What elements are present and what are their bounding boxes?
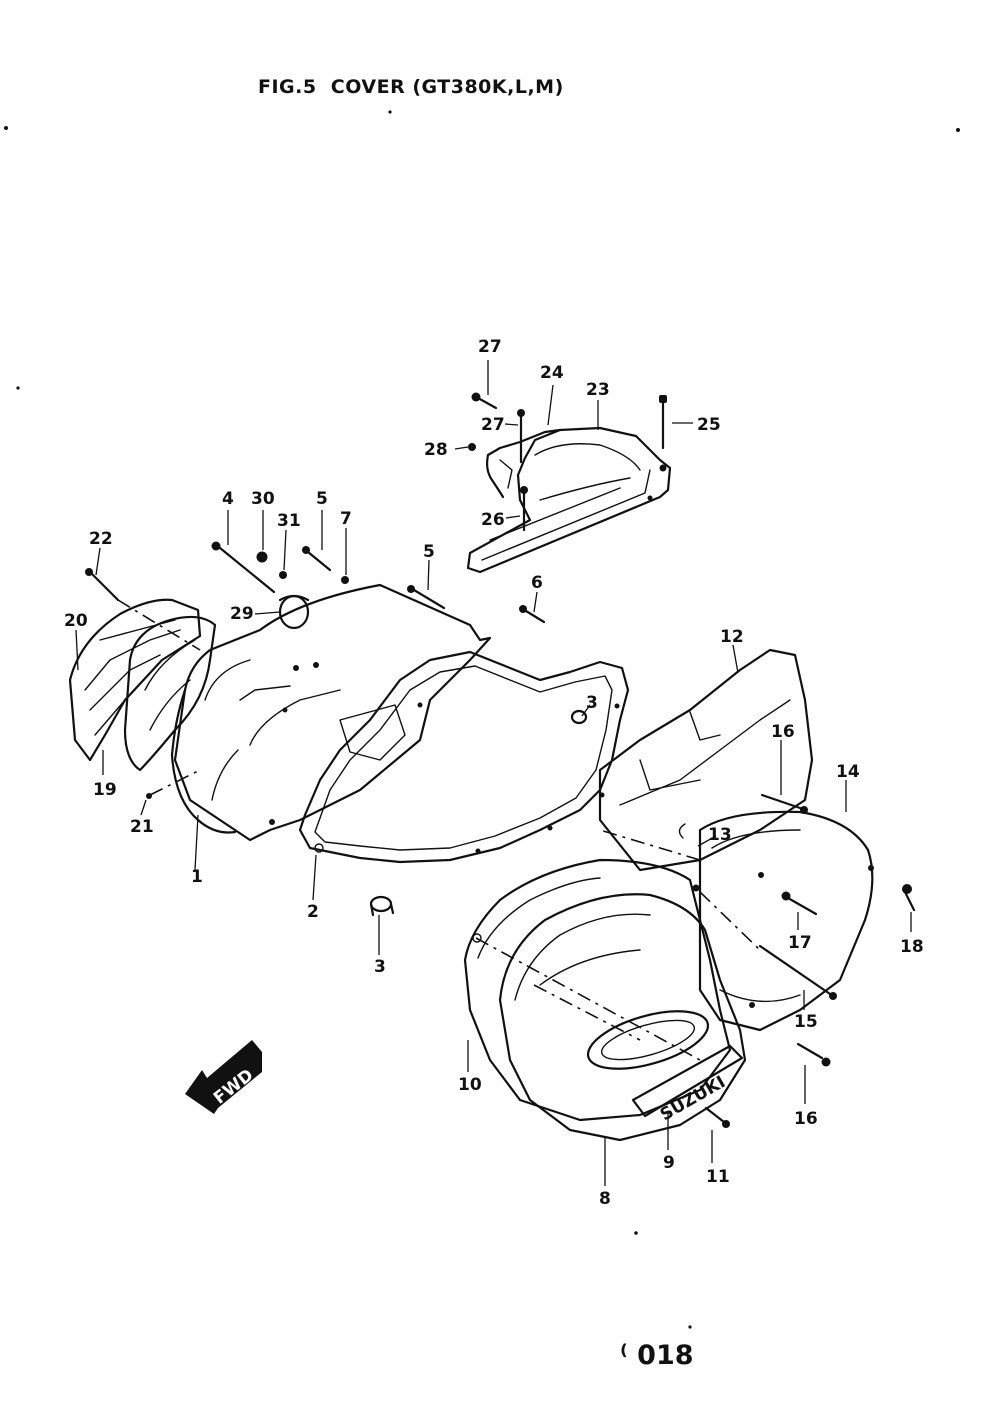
forward-direction-arrow: FWD xyxy=(185,1040,262,1114)
scan-specks xyxy=(4,110,960,1329)
callout-28: 28 xyxy=(424,440,448,460)
callout-3-top: 3 xyxy=(586,693,598,713)
figure-title: FIG.5 COVER (GT380K,L,M) xyxy=(258,76,564,98)
emblem-9: SUZUKI xyxy=(631,1044,744,1125)
callout-19: 19 xyxy=(93,780,117,800)
callout-26: 26 xyxy=(481,510,505,530)
dowel-3 xyxy=(369,709,588,917)
callout-14: 14 xyxy=(836,762,860,782)
callout-20: 20 xyxy=(64,611,88,631)
callout-18: 18 xyxy=(900,937,924,957)
callout-2: 2 xyxy=(307,902,319,922)
oil-plug-29 xyxy=(278,594,310,630)
callout-12: 12 xyxy=(720,627,744,647)
nut-28 xyxy=(468,443,476,451)
clutch-cover-8 xyxy=(498,893,747,1142)
clutch-cover-10 xyxy=(463,858,732,1122)
bolts-right-side xyxy=(678,793,916,1128)
callout-21: 21 xyxy=(130,817,154,837)
bolts-5-7 xyxy=(302,546,546,624)
right-crankcase-cover-14 xyxy=(692,810,874,1032)
callout-16-top: 16 xyxy=(771,722,795,742)
callout-9: 9 xyxy=(663,1153,675,1173)
chain-cover-assembly xyxy=(466,426,672,574)
callout-16-bottom: 16 xyxy=(794,1109,818,1129)
callout-5-mid: 5 xyxy=(423,542,435,562)
callout-5-top: 5 xyxy=(316,489,328,509)
left-crankcase-cover xyxy=(170,583,492,842)
callout-25: 25 xyxy=(697,415,721,435)
callout-11: 11 xyxy=(706,1167,730,1187)
callout-8: 8 xyxy=(599,1189,611,1209)
front-sprocket-cover xyxy=(68,598,217,799)
callout-30: 30 xyxy=(251,489,275,509)
alignment-lines xyxy=(117,599,761,1061)
crankcase-shroud-12 xyxy=(598,648,814,872)
callout-13: 13 xyxy=(708,825,732,845)
callout-6: 6 xyxy=(531,573,543,593)
callout-17: 17 xyxy=(788,933,812,953)
callout-31: 31 xyxy=(277,511,301,531)
callout-10: 10 xyxy=(458,1075,482,1095)
callout-27-top: 27 xyxy=(478,337,502,357)
leader-lines xyxy=(75,360,912,1186)
callout-22: 22 xyxy=(89,529,113,549)
callout-27-mid: 27 xyxy=(481,415,505,435)
callout-29: 29 xyxy=(230,604,254,624)
bolt-22 xyxy=(85,568,120,602)
callout-24: 24 xyxy=(540,363,564,383)
washers-30-31 xyxy=(256,551,287,579)
callout-23: 23 xyxy=(586,380,610,400)
callout-labels: 27 24 23 25 27 28 26 4 30 31 5 7 5 6 29 … xyxy=(64,337,924,1209)
callout-4: 4 xyxy=(222,489,234,509)
callout-3-bottom: 3 xyxy=(374,957,386,977)
bolt-4 xyxy=(211,541,276,594)
callout-1: 1 xyxy=(191,867,203,887)
bolt-26 xyxy=(520,486,528,532)
bolt-27 xyxy=(471,392,525,464)
gasket-2 xyxy=(298,650,630,864)
bolt-25 xyxy=(659,395,667,450)
page-number: ⁽ 018 xyxy=(620,1340,694,1371)
callout-7: 7 xyxy=(340,509,352,529)
callout-15: 15 xyxy=(794,1012,818,1032)
